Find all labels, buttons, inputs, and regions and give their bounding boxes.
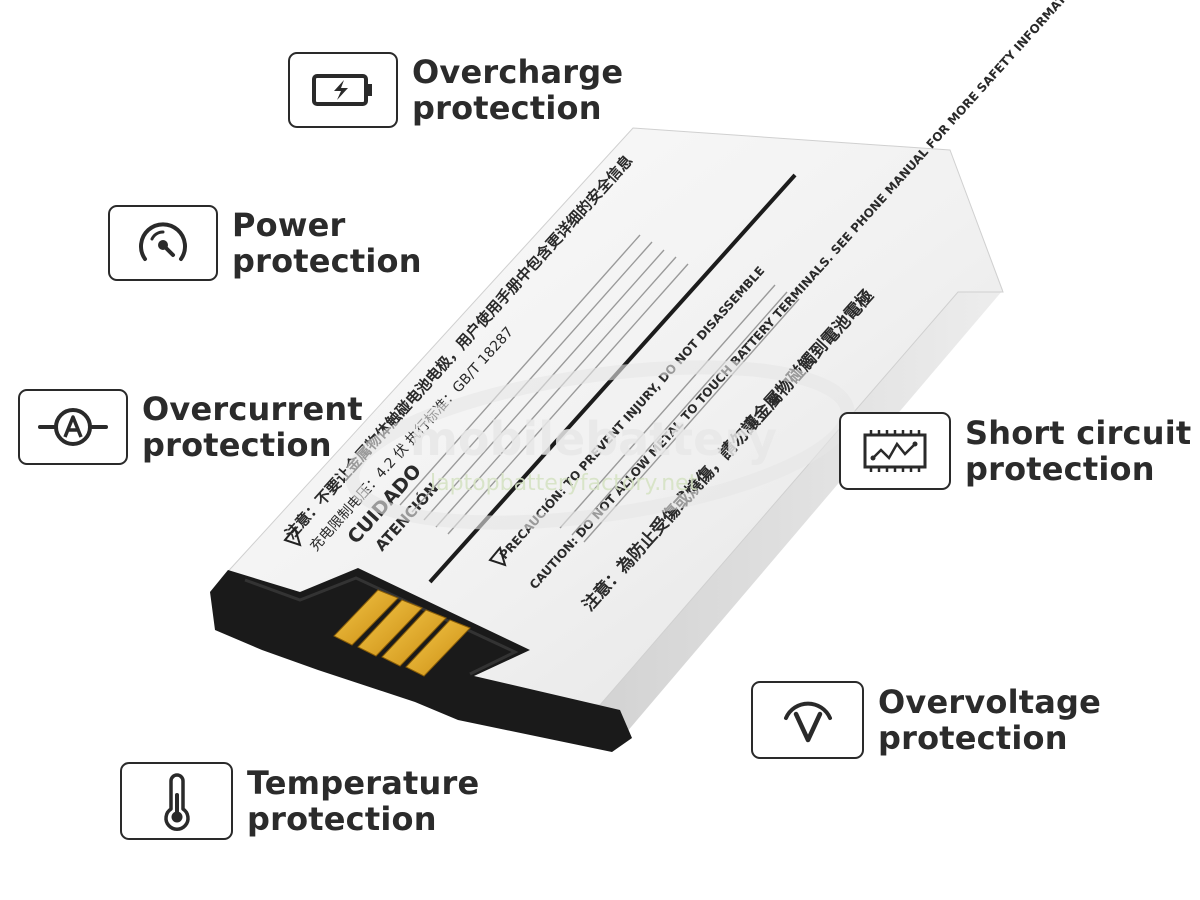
voltage-icon [783, 701, 832, 743]
feature-label: Temperature protection [247, 765, 479, 837]
feature-label: Power protection [232, 207, 422, 279]
warning-triangle-icon [488, 545, 507, 567]
battery-charge-icon [312, 74, 372, 106]
feature-label: Overvoltage protection [878, 684, 1101, 756]
feature-title: Overvoltage [878, 683, 1102, 721]
circuit-board-icon-box [839, 412, 951, 490]
feature-title: Overcurrent [142, 390, 363, 428]
feature-title: Short circuit [965, 414, 1192, 452]
watermark-brand: mobilebattery [410, 412, 777, 466]
feature-overcharge: Overcharge protection [288, 52, 623, 128]
feature-label: Overcharge protection [412, 54, 623, 126]
feature-label: Overcurrent protection [142, 391, 363, 463]
feature-subtitle: protection [247, 800, 437, 838]
feature-title: Temperature [247, 764, 480, 802]
battery-charge-icon-box [288, 52, 398, 128]
watermark-ring [345, 360, 855, 530]
warning-triangle-icon [283, 525, 302, 547]
gauge-icon [139, 222, 187, 261]
feature-subtitle: protection [142, 426, 332, 464]
watermark-site: laptopbatteryfactory.net [430, 471, 698, 496]
feature-title: Overcharge [412, 53, 624, 91]
feature-overcurrent: Overcurrent protection [18, 389, 363, 465]
feature-short-circuit: Short circuit protection [839, 412, 1191, 490]
thermometer-icon [163, 773, 190, 831]
feature-subtitle: protection [232, 242, 422, 280]
feature-subtitle: protection [965, 450, 1155, 488]
feature-temperature: Temperature protection [120, 762, 479, 840]
ammeter-icon-box [18, 389, 128, 465]
voltage-icon-box [751, 681, 864, 759]
ammeter-icon [38, 408, 108, 446]
battery-contacts [333, 589, 471, 677]
feature-power: Power protection [108, 205, 422, 281]
circuit-board-icon [863, 430, 927, 472]
feature-subtitle: protection [412, 89, 602, 127]
feature-title: Power [232, 206, 346, 244]
feature-subtitle: protection [878, 719, 1068, 757]
feature-overvoltage: Overvoltage protection [751, 681, 1101, 759]
feature-label: Short circuit protection [965, 415, 1191, 487]
gauge-icon-box [108, 205, 218, 281]
thermometer-icon-box [120, 762, 233, 840]
